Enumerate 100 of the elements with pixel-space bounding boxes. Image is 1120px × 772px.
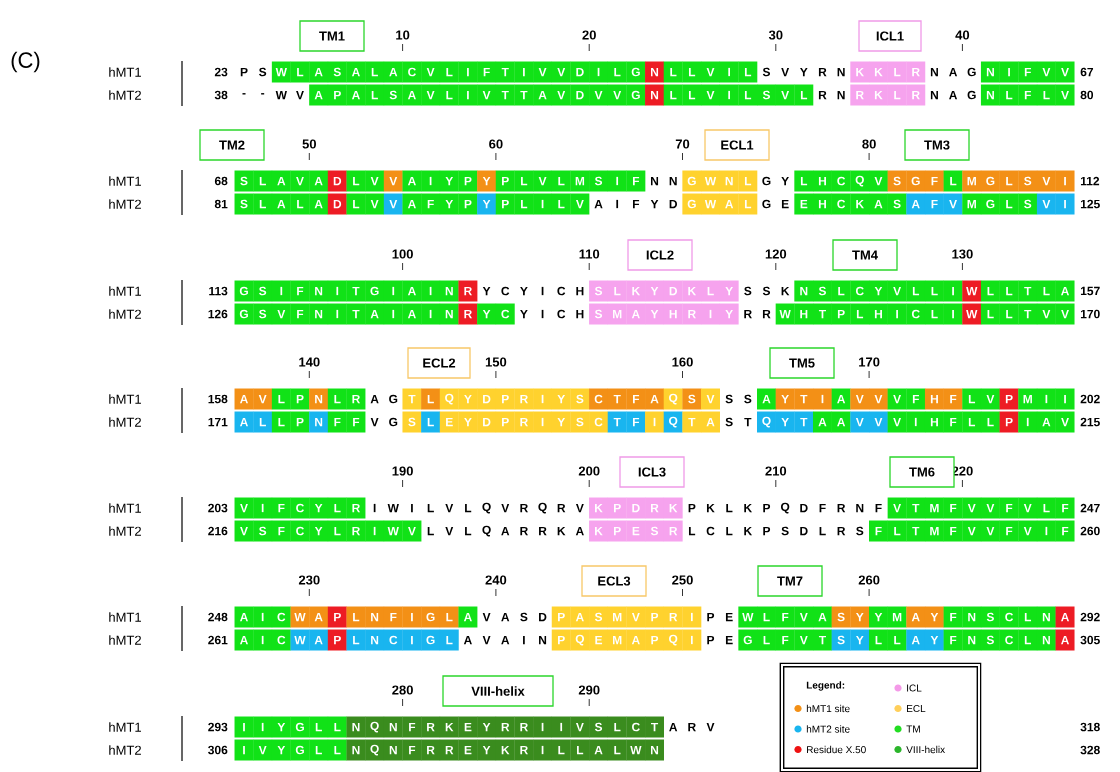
residue-cell: L [794, 170, 814, 192]
residue-cell: Q [663, 629, 683, 651]
residue-cell: N [346, 716, 366, 738]
residue-cell: Q [663, 411, 683, 433]
residue-cell: Y [719, 280, 739, 302]
residue-cell: E [458, 716, 478, 738]
residue-cell: V [589, 84, 609, 106]
residue-cell: V [850, 411, 870, 433]
residue-letter: I [616, 199, 619, 209]
residue-cell: P [551, 606, 571, 628]
residue-letter: V [781, 67, 790, 77]
residue-cell: I [813, 388, 832, 410]
residue-letter: R [818, 90, 827, 100]
residue-cell: L [327, 739, 347, 761]
residue-cell: Y [309, 497, 329, 519]
residue-letter: A [370, 394, 379, 404]
residue-cell: S [980, 606, 1000, 628]
residue-cell: A [626, 303, 646, 325]
residue-cell: I [271, 280, 291, 302]
residue-cell: S [570, 388, 590, 410]
residue-cell: T [1018, 303, 1038, 325]
residue-cell: A [813, 606, 832, 628]
residue-cell: A [906, 606, 926, 628]
residue-cell: W [775, 303, 795, 325]
residue-cell: K [682, 280, 702, 302]
residue-cell: L [514, 170, 534, 192]
residue-letter: G [762, 199, 771, 209]
residue-cell: L [1018, 606, 1038, 628]
residue-cell: L [682, 84, 702, 106]
residue-cell: C [906, 303, 926, 325]
residue-letter: S [781, 526, 789, 536]
residue-cell: P [458, 193, 478, 215]
residue-cell: Y [850, 606, 870, 628]
ruler-number: 240 [485, 575, 507, 585]
residue-cell: A [271, 170, 291, 192]
residue-letter: L [689, 526, 696, 536]
residue-cell: T [645, 716, 664, 738]
residue-letter: D [800, 503, 808, 513]
residue-cell: L [421, 411, 441, 433]
residue-cell: L [757, 606, 776, 628]
residue-letter: W [275, 90, 287, 100]
residue-cell: A [813, 411, 832, 433]
sequence-name: hMT1 [109, 286, 141, 296]
residue-cell: V [290, 170, 310, 192]
residue-cell: C [626, 716, 646, 738]
region-box: TM2 [199, 129, 265, 161]
sequence-name: hMT2 [109, 526, 141, 536]
residue-cell: F [943, 606, 963, 628]
residue-cell: T [794, 388, 814, 410]
residue-cell: F [775, 629, 795, 651]
residue-cell: Y [458, 411, 478, 433]
residue-cell: S [1018, 193, 1038, 215]
residue-cell: L [365, 84, 385, 106]
residue-cell: L [999, 303, 1019, 325]
residue-cell: I [533, 716, 553, 738]
residue-letter: R [520, 503, 528, 513]
residue-cell: P [607, 520, 627, 542]
residue-cell: L [253, 193, 273, 215]
residue-letter: L [465, 526, 472, 536]
ruler-number: 30 [768, 30, 783, 40]
residue-cell: L [290, 61, 310, 83]
residue-cell: F [943, 520, 963, 542]
residue-cell: S [253, 303, 273, 325]
sequence-name: hMT1 [109, 176, 141, 186]
residue-cell: N [645, 61, 664, 83]
residue-cell: A [309, 193, 329, 215]
residue-cell: I [514, 61, 534, 83]
residue-letter: V [296, 90, 304, 100]
residue-cell: S [383, 84, 403, 106]
panel-letter: (C) [11, 51, 40, 73]
residue-cell: L [551, 193, 571, 215]
ruler-number: 70 [675, 139, 690, 149]
residue-cell: H [663, 303, 683, 325]
residue-cell: I [383, 280, 403, 302]
residue-cell: G [980, 170, 1000, 192]
residue-cell: Y [309, 520, 329, 542]
sequence-name: hMT1 [109, 67, 141, 77]
residue-cell: V [234, 497, 254, 519]
legend-text: Residue X.50 [807, 745, 866, 754]
residue-cell: F [327, 411, 347, 433]
residue-cell: D [663, 280, 683, 302]
residue-cell: T [607, 388, 627, 410]
residue-cell: P [999, 388, 1019, 410]
residue-cell: Y [477, 739, 497, 761]
residue-cell: W [383, 520, 403, 542]
residue-cell: I [943, 303, 963, 325]
residue-letter: L [465, 503, 472, 513]
residue-cell: L [309, 716, 329, 738]
residue-cell: E [589, 629, 609, 651]
residue-cell: Y [924, 629, 944, 651]
residue-cell: I [1055, 193, 1075, 215]
residue-cell: C [290, 520, 310, 542]
residue-cell: S [682, 388, 702, 410]
gap-dash: - [242, 93, 246, 95]
residue-cell: R [514, 388, 534, 410]
residue-cell: F [924, 193, 944, 215]
residue-cell: V [477, 84, 497, 106]
residue-letter: I [411, 503, 413, 513]
residue-cell: V [850, 388, 870, 410]
sequence-name: hMT2 [109, 635, 141, 645]
